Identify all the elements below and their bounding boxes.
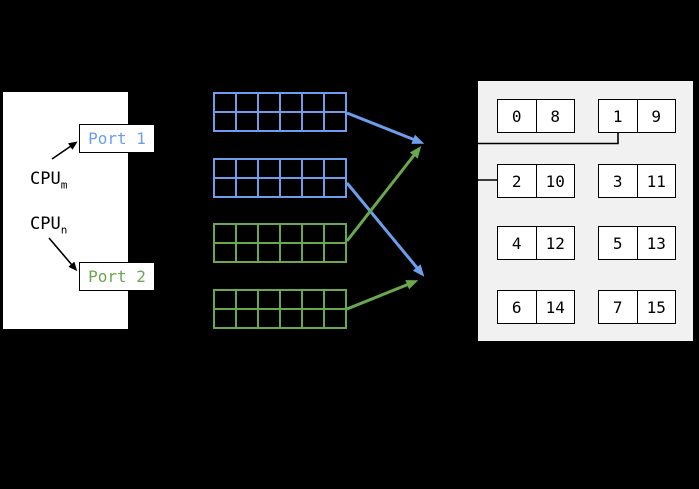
memory-buffer-6-14: 6 14 bbox=[497, 290, 575, 324]
queue4-to-buffer-arrow bbox=[346, 280, 419, 311]
descriptor-cell bbox=[258, 290, 280, 309]
descriptor-cell bbox=[214, 159, 236, 178]
descriptor-cell bbox=[236, 290, 258, 309]
descriptor-cell bbox=[280, 159, 302, 178]
descriptor-cell bbox=[324, 290, 346, 309]
descriptor-cell bbox=[258, 178, 280, 197]
buffer-cell: 10 bbox=[535, 165, 575, 197]
descriptor-cell bbox=[324, 309, 346, 328]
port-2-label: Port 2 bbox=[88, 267, 146, 286]
descriptor-cell bbox=[280, 290, 302, 309]
descriptor-cell bbox=[258, 309, 280, 328]
descriptor-cell bbox=[324, 159, 346, 178]
buffer-cell: 4 bbox=[511, 233, 522, 253]
descriptor-cell bbox=[324, 178, 346, 197]
rx-queue-grid-2 bbox=[213, 158, 347, 198]
buffer-cell: 12 bbox=[535, 227, 575, 259]
buffer-cell: 7 bbox=[612, 297, 623, 317]
descriptor-cell bbox=[214, 243, 236, 262]
memory-buffer-7-15: 7 15 bbox=[598, 290, 676, 324]
buffer-cell: 1 bbox=[612, 106, 623, 126]
buffer-cell: 0 bbox=[511, 106, 522, 126]
descriptor-cell bbox=[258, 112, 280, 131]
port-1-label: Port 1 bbox=[88, 129, 146, 148]
buffer-cell: 5 bbox=[612, 233, 623, 253]
descriptor-cell bbox=[302, 93, 324, 112]
descriptor-cell bbox=[236, 178, 258, 197]
port-2-box: Port 2 bbox=[79, 262, 155, 291]
descriptor-cell bbox=[280, 112, 302, 131]
rx-queue-grid-4 bbox=[213, 289, 347, 329]
descriptor-cell bbox=[214, 290, 236, 309]
descriptor-cell bbox=[214, 309, 236, 328]
memory-buffer-2-10: 2 10 bbox=[497, 164, 575, 198]
descriptor-cell bbox=[214, 112, 236, 131]
descriptor-cell bbox=[280, 224, 302, 243]
descriptor-cell bbox=[302, 112, 324, 131]
descriptor-cell bbox=[302, 159, 324, 178]
cpu-n-subscript: n bbox=[60, 223, 68, 237]
descriptor-cell bbox=[324, 243, 346, 262]
cpu-n-text: CPU bbox=[30, 214, 61, 234]
descriptor-cell bbox=[214, 224, 236, 243]
descriptor-cell bbox=[214, 93, 236, 112]
buffer-cell: 8 bbox=[535, 100, 575, 132]
buffer-cell: 3 bbox=[612, 171, 623, 191]
port-1-box: Port 1 bbox=[79, 124, 155, 153]
descriptor-cell bbox=[324, 93, 346, 112]
descriptor-cell bbox=[214, 178, 236, 197]
descriptor-cell bbox=[258, 224, 280, 243]
cpu-m-label: CPUm bbox=[30, 169, 67, 191]
memory-buffer-3-11: 3 11 bbox=[598, 164, 676, 198]
descriptor-cell bbox=[324, 112, 346, 131]
queue2-to-buffer-arrow bbox=[345, 182, 425, 277]
cpu-m-text: CPU bbox=[30, 169, 61, 189]
descriptor-cell bbox=[302, 243, 324, 262]
descriptor-cell bbox=[236, 309, 258, 328]
descriptor-cell bbox=[258, 159, 280, 178]
rx-queue-grid-3 bbox=[213, 223, 347, 263]
descriptor-cell bbox=[280, 243, 302, 262]
cpu-n-label: CPUn bbox=[30, 214, 67, 236]
descriptor-cell bbox=[302, 290, 324, 309]
buffer-cell: 13 bbox=[636, 227, 676, 259]
buffer-cell: 11 bbox=[636, 165, 676, 197]
buffer-cell: 14 bbox=[535, 291, 575, 323]
rx-queue-grid-1 bbox=[213, 92, 347, 132]
descriptor-cell bbox=[324, 224, 346, 243]
descriptor-cell bbox=[302, 309, 324, 328]
descriptor-cell bbox=[236, 243, 258, 262]
memory-buffer-5-13: 5 13 bbox=[598, 226, 676, 260]
descriptor-cell bbox=[280, 93, 302, 112]
memory-buffer-4-12: 4 12 bbox=[497, 226, 575, 260]
descriptor-cell bbox=[236, 112, 258, 131]
descriptor-cell bbox=[258, 243, 280, 262]
descriptor-cell bbox=[236, 224, 258, 243]
descriptor-cell bbox=[302, 224, 324, 243]
queue3-to-buffer-arrow bbox=[345, 146, 422, 242]
queue1-to-buffer-arrow bbox=[346, 111, 425, 144]
descriptor-cell bbox=[280, 178, 302, 197]
descriptor-cell bbox=[280, 309, 302, 328]
descriptor-cell bbox=[302, 178, 324, 197]
cpu-m-subscript: m bbox=[60, 178, 68, 192]
descriptor-cell bbox=[258, 93, 280, 112]
descriptor-cell bbox=[236, 159, 258, 178]
buffer-cell: 6 bbox=[511, 297, 522, 317]
buffer-cell: 2 bbox=[511, 171, 522, 191]
buffer-cell: 9 bbox=[636, 100, 676, 132]
descriptor-cell bbox=[236, 93, 258, 112]
buffer-cell: 15 bbox=[636, 291, 676, 323]
